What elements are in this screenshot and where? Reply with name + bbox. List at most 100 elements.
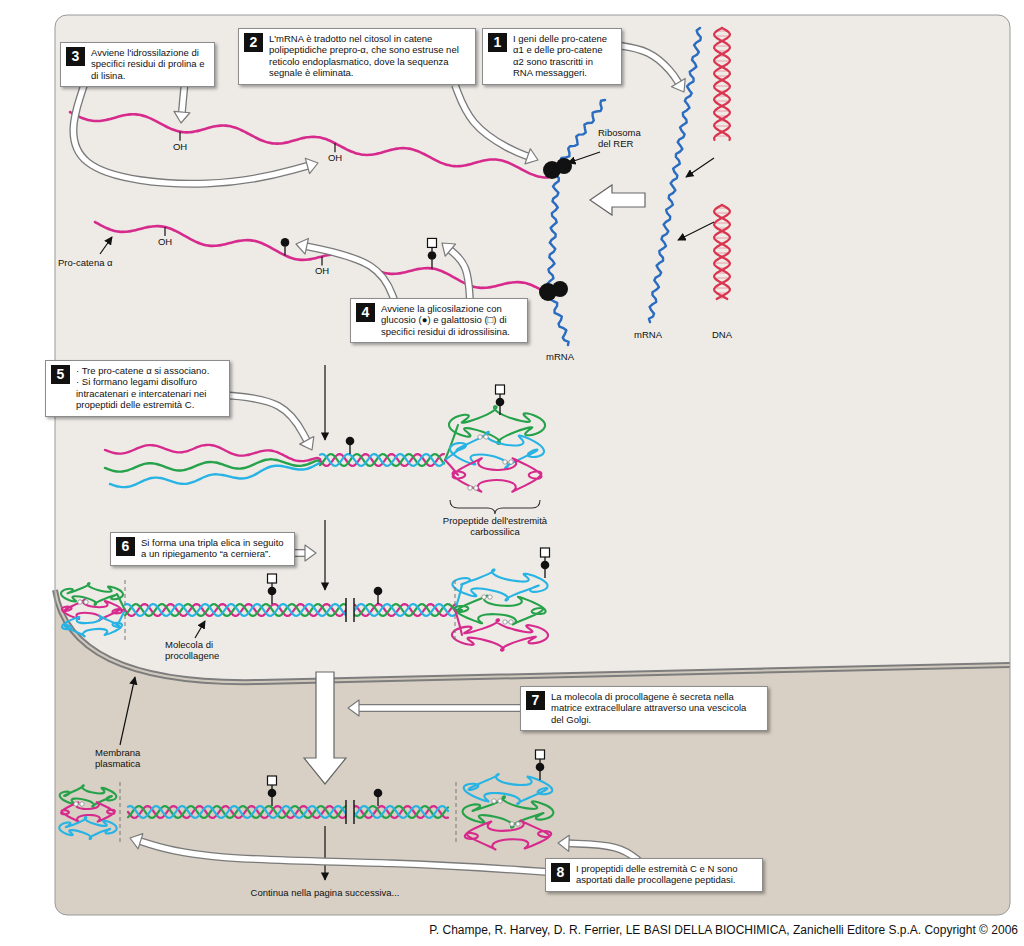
collagen-cleavage	[346, 802, 354, 822]
dna-helix	[715, 111, 730, 112]
procollagen-molecule	[541, 548, 550, 557]
part-label: mRNA	[628, 330, 668, 341]
collagen-cleavage	[463, 796, 554, 827]
callout-number: 8	[551, 863, 570, 882]
chain-association	[346, 437, 355, 446]
callout-pointer	[182, 80, 185, 112]
callout-box: 6Si forma una tripla elica in seguito a …	[110, 532, 295, 566]
hydroxyl-stem	[334, 143, 335, 152]
procollagen-molecule	[125, 604, 455, 616]
callout-pointer	[300, 437, 314, 450]
callout-box: 4 Avviene la glicosilazione con glucosio …	[350, 298, 528, 343]
procollagen-molecule	[346, 600, 354, 620]
callout-pointer	[296, 238, 308, 254]
collagen-cleavage	[464, 774, 553, 804]
chain-association	[499, 406, 500, 415]
chain-association	[452, 458, 541, 492]
callout-box: 8 I propeptidi delle estremità C e N sono…	[545, 858, 763, 892]
dna-helix	[714, 28, 730, 299]
hollow-arrow	[590, 185, 645, 215]
hollow-arrow	[304, 185, 645, 784]
callout-box: 5· Tre pro-catene α si associano.· Si fo…	[45, 360, 230, 417]
callout-pointer	[569, 843, 640, 862]
callout-pointer	[305, 545, 316, 561]
part-label: Membrana plasmatica	[95, 748, 165, 770]
callout-box: 3Avviene l'idrossilazione di specifici r…	[60, 42, 215, 87]
note: Continua nella pagina successiva...	[225, 888, 425, 899]
collagen-cleavage	[60, 785, 117, 806]
dna-helix	[715, 36, 730, 37]
chain-association	[110, 463, 320, 487]
callout-number: 4	[356, 303, 375, 322]
arrow	[120, 677, 135, 745]
procollagen-molecule	[62, 600, 122, 621]
callout-number: 7	[526, 691, 545, 710]
callout-text: I geni delle pro-catene α1 e delle pro-c…	[513, 33, 615, 79]
dna-helix	[714, 205, 730, 299]
arrow	[100, 152, 714, 880]
dna-helix	[714, 86, 730, 87]
chain-association	[474, 486, 478, 490]
dna-helix	[714, 238, 730, 239]
chain-association	[105, 445, 320, 461]
procollagen-molecule	[452, 570, 547, 601]
procollagen-molecule	[503, 620, 507, 624]
callout-pointer	[290, 549, 305, 557]
callout-pointer	[442, 243, 456, 256]
callout-text: Avviene la glicosilazione con glucosio (…	[381, 303, 521, 337]
collagen-cleavage	[120, 782, 121, 842]
callout-pointer	[359, 704, 525, 712]
hydroxyl-label: OH	[320, 153, 350, 164]
chain-association	[496, 398, 505, 407]
callout-text: L'mRNA è tradotto nel citosol in catene …	[269, 33, 469, 79]
glycosylation-mark	[428, 251, 437, 260]
callout-number: 6	[116, 537, 135, 556]
callout-box: 2L'mRNA è tradotto nel citosol in catene…	[238, 28, 476, 85]
arrow	[678, 222, 714, 240]
chain-association	[468, 486, 472, 490]
collagen-cleavage	[80, 802, 84, 806]
procollagen-molecule	[61, 548, 550, 651]
collagen-cleavage	[74, 802, 78, 806]
collagen-cleavage	[377, 797, 378, 806]
chain-association	[320, 454, 444, 466]
callout-pointer	[174, 111, 190, 123]
chain-association	[449, 406, 545, 444]
callout-text: · Si formano legami disolfuro intracaten…	[76, 376, 223, 410]
procollagen-molecule	[345, 598, 346, 622]
copyright-note: P. Champe, R. Harvey, D. R. Ferrier, LE …	[400, 924, 1018, 938]
callout-pointer	[450, 250, 470, 302]
callout-pointer	[222, 395, 307, 440]
callout-number: 5	[51, 365, 70, 384]
part-label: mRNA	[540, 352, 580, 363]
callout-text: Avviene l'idrossilazione di specifici re…	[91, 47, 208, 81]
callout-text: I propeptidi delle estremità C e N sono …	[576, 863, 756, 886]
background	[55, 15, 1010, 682]
callout-pointer	[130, 834, 143, 849]
callout-pointer	[140, 841, 548, 872]
glycosylation-mark	[431, 259, 432, 268]
callout-pointer	[140, 841, 548, 872]
arrow	[686, 158, 714, 177]
dna-helix	[715, 46, 730, 47]
procollagen-molecule	[455, 580, 456, 642]
callout-number: 1	[488, 33, 507, 52]
collagen-cleavage	[345, 800, 346, 824]
dna-helix	[715, 278, 730, 279]
collagen-cleavage	[456, 782, 457, 842]
procollagen-molecule	[374, 587, 383, 596]
dna-helix	[715, 223, 730, 224]
dna-helix	[714, 28, 730, 140]
callout-pointer	[569, 843, 640, 862]
chain-association	[496, 385, 505, 394]
collagen-cleavage	[128, 806, 448, 818]
procollagen-molecule	[271, 595, 272, 604]
callout-pointer	[558, 835, 569, 851]
collagen-cleavage	[61, 802, 115, 822]
procollagen-molecule	[488, 595, 492, 599]
arrow	[568, 152, 600, 163]
part-label: DNA	[702, 330, 742, 341]
callout-pointer	[305, 158, 318, 173]
